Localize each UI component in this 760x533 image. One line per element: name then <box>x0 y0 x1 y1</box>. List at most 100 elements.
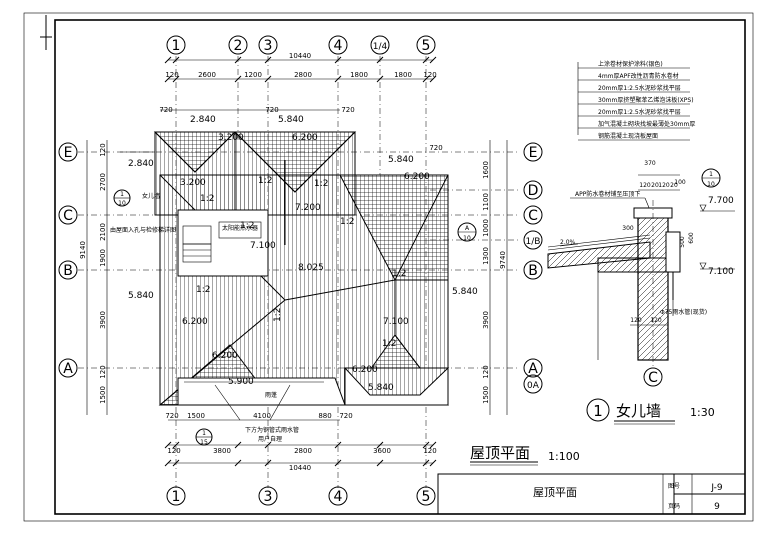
dimension-tick <box>264 441 272 449</box>
svg-text:1:2: 1:2 <box>258 176 272 186</box>
axis-bubble-left-E: E <box>58 142 78 162</box>
svg-text:1900: 1900 <box>99 249 107 267</box>
svg-text:20: 20 <box>651 182 659 189</box>
svg-text:C: C <box>648 370 658 386</box>
svg-text:1/B: 1/B <box>526 237 541 247</box>
svg-text:3900: 3900 <box>99 311 107 329</box>
dimension-tick <box>422 441 430 449</box>
dimension-tick <box>334 441 342 449</box>
svg-text:120: 120 <box>650 317 662 324</box>
svg-text:2700: 2700 <box>99 173 107 191</box>
svg-text:30mm厚挤塑聚苯乙烯泡沫板(XPS): 30mm厚挤塑聚苯乙烯泡沫板(XPS) <box>598 96 694 104</box>
svg-text:120: 120 <box>658 182 670 189</box>
svg-text:10: 10 <box>463 235 471 242</box>
svg-text:A: A <box>63 361 73 377</box>
axis-bubble-top-2: 2 <box>228 35 248 55</box>
svg-text:1500: 1500 <box>99 386 107 404</box>
svg-text:6.200: 6.200 <box>352 365 378 375</box>
svg-text:1200: 1200 <box>244 71 262 79</box>
axis-bubble-bottom-3: 3 <box>258 486 278 506</box>
svg-text:1500: 1500 <box>187 412 205 420</box>
svg-text:120: 120 <box>99 143 107 156</box>
svg-text:3600: 3600 <box>373 447 391 455</box>
svg-text:A: A <box>528 361 538 377</box>
title-block: 屋顶平面 图号 页码 J-9 9 <box>437 473 746 515</box>
svg-text:Φ75雨水管(现货): Φ75雨水管(现货) <box>660 308 707 316</box>
dimension-tick <box>422 56 430 64</box>
detail-index-bubble: 1 10 <box>701 168 721 188</box>
svg-text:2.840: 2.840 <box>128 159 154 169</box>
dimension-tick <box>164 75 172 83</box>
axis-bubble-top-4: 4 <box>328 35 348 55</box>
svg-text:1500: 1500 <box>482 386 490 404</box>
svg-text:1:2: 1:2 <box>392 269 406 279</box>
detail-axis-C: C <box>643 367 663 387</box>
detail-dimensions: 370 120 20 100 120 20 300 500 600 120 12… <box>622 160 695 326</box>
elevation-labels: 2.840 5.840 3.200 6.200 2.840 3.200 6.20… <box>128 115 478 393</box>
svg-text:4mm厚APF改性沥青防水卷材: 4mm厚APF改性沥青防水卷材 <box>598 72 679 80</box>
svg-text:2100: 2100 <box>99 223 107 241</box>
bottom-axis-bubbles: 1 3 4 5 <box>166 486 436 506</box>
svg-text:10: 10 <box>118 200 126 207</box>
svg-text:下方为钢管式雨水管: 下方为钢管式雨水管 <box>245 426 299 434</box>
svg-text:120: 120 <box>167 447 180 455</box>
axis-bubble-right-D: D <box>523 180 543 200</box>
axis-bubble-right-C: C <box>523 205 543 225</box>
svg-text:5.840: 5.840 <box>278 115 304 125</box>
svg-text:5: 5 <box>422 489 431 505</box>
svg-text:720: 720 <box>265 106 278 114</box>
svg-text:2800: 2800 <box>294 71 312 79</box>
dimension-tick <box>264 56 272 64</box>
svg-text:2800: 2800 <box>294 447 312 455</box>
roof-access-opening <box>177 209 269 277</box>
svg-text:7.100: 7.100 <box>250 241 276 251</box>
svg-text:880: 880 <box>318 412 331 420</box>
svg-text:1300: 1300 <box>482 247 490 265</box>
svg-text:10440: 10440 <box>289 464 311 472</box>
svg-text:雨蓬: 雨蓬 <box>265 391 277 399</box>
svg-text:120: 120 <box>630 317 642 324</box>
svg-text:女儿墙: 女儿墙 <box>142 192 160 200</box>
svg-text:1:2: 1:2 <box>196 285 210 295</box>
layer-notes: 上涂卷材保护涂料(银色) 4mm厚APF改性沥青防水卷材 20mm厚1:2.5水… <box>578 60 695 141</box>
svg-text:4100: 4100 <box>253 412 271 420</box>
svg-text:1:2: 1:2 <box>273 308 283 322</box>
roof-plan: 1 2 3 4 1/4 5 1 3 4 5 E C B A E D C 1/B … <box>58 35 580 506</box>
svg-text:120: 120 <box>639 182 651 189</box>
svg-text:7.700: 7.700 <box>708 196 734 206</box>
svg-text:3.200: 3.200 <box>180 178 206 188</box>
svg-text:100: 100 <box>674 179 686 186</box>
title-block-name: 屋顶平面 <box>533 486 577 499</box>
svg-text:300: 300 <box>622 225 634 232</box>
svg-text:2.0%: 2.0% <box>560 239 576 246</box>
svg-text:10: 10 <box>707 181 715 188</box>
svg-text:1:2: 1:2 <box>240 221 254 231</box>
svg-text:0A: 0A <box>527 381 540 391</box>
svg-text:720: 720 <box>341 106 354 114</box>
svg-text:5.840: 5.840 <box>452 287 478 297</box>
svg-text:15: 15 <box>200 439 208 446</box>
svg-text:B: B <box>63 263 73 279</box>
dimension-tick <box>334 75 342 83</box>
svg-text:9740: 9740 <box>499 251 507 269</box>
svg-text:8.025: 8.025 <box>298 263 324 273</box>
svg-text:屋顶平面: 屋顶平面 <box>470 444 530 462</box>
svg-text:720: 720 <box>159 106 172 114</box>
svg-text:3900: 3900 <box>482 311 490 329</box>
top-dimensions: 10440 120 2600 1200 2800 1800 1800 120 7… <box>159 52 442 152</box>
dimension-tick <box>172 75 180 83</box>
svg-text:1000: 1000 <box>482 219 490 237</box>
svg-text:钢筋混凝土现浇板屋面: 钢筋混凝土现浇板屋面 <box>598 132 658 140</box>
plan-notes: 女儿墙 由屋面入孔与检修梯详图 太阳能热水器 雨蓬 下方为钢管式雨水管 用户自理 <box>110 192 299 443</box>
dimension-tick <box>264 459 272 467</box>
svg-text:加气混凝土砌块找坡最薄处30mm厚: 加气混凝土砌块找坡最薄处30mm厚 <box>598 120 695 128</box>
svg-text:1:100: 1:100 <box>548 450 580 463</box>
axis-bubble-top-3: 3 <box>258 35 278 55</box>
svg-text:2.840: 2.840 <box>190 115 216 125</box>
svg-text:太阳能热水器: 太阳能热水器 <box>222 224 258 232</box>
right-axis-bubbles: E D C 1/B B A 0A <box>523 142 543 394</box>
svg-text:20mm厚1:2.5水泥砂浆找平层: 20mm厚1:2.5水泥砂浆找平层 <box>598 108 681 116</box>
svg-text:5.900: 5.900 <box>228 377 254 387</box>
svg-text:120: 120 <box>482 365 490 378</box>
svg-text:1100: 1100 <box>482 193 490 211</box>
